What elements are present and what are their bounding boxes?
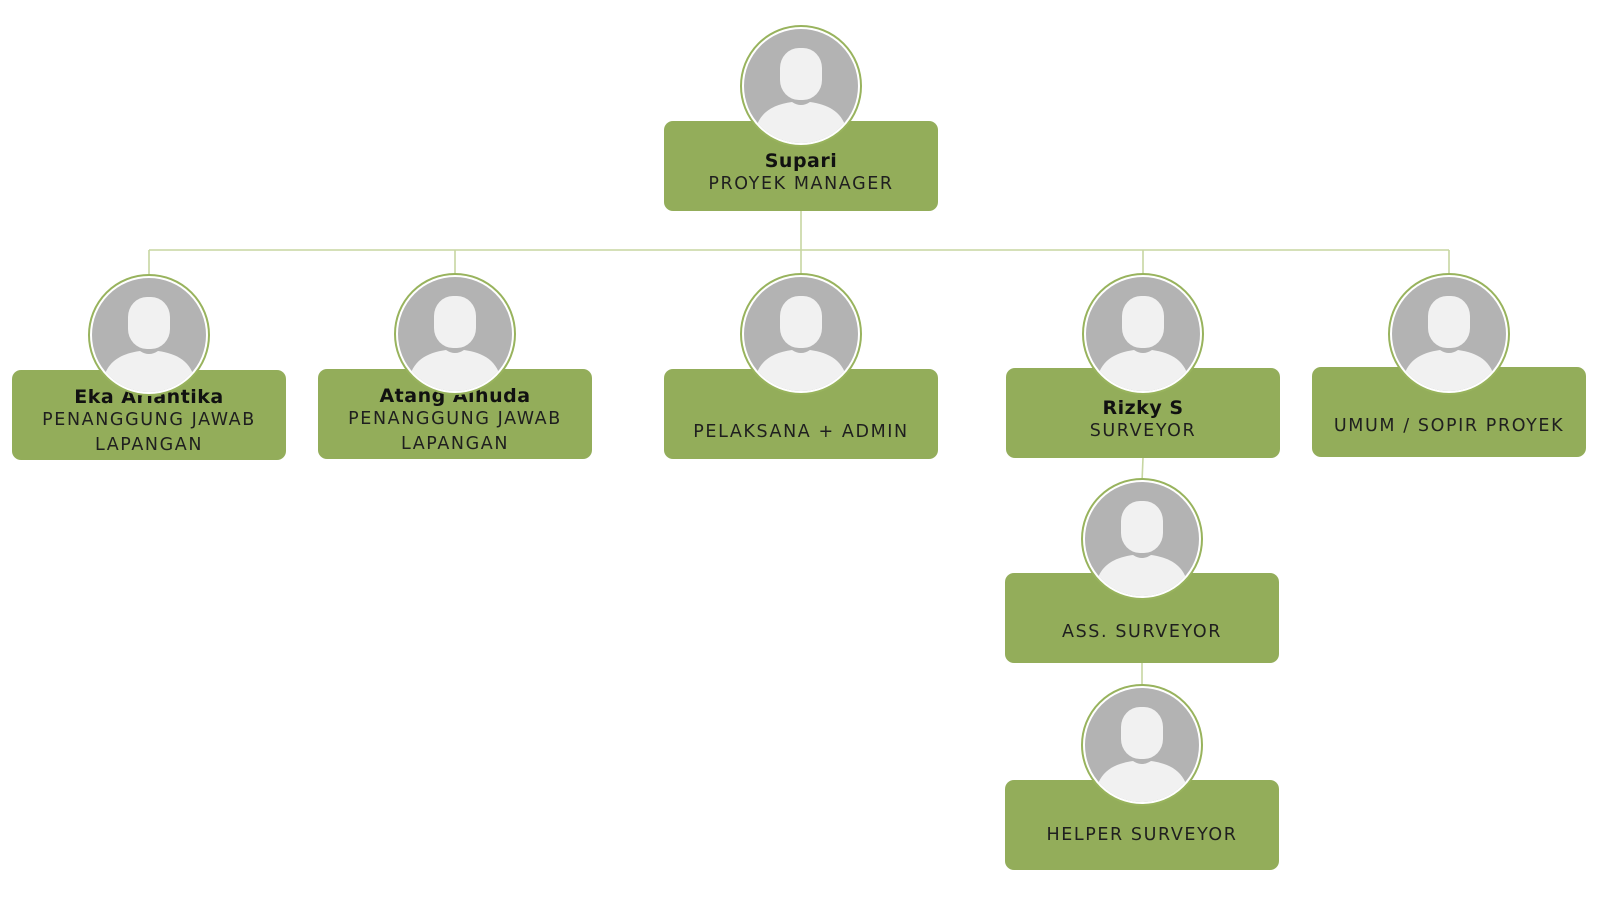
node-role: PELAKSANA + ADMIN — [693, 422, 909, 442]
node-role: PENANGGUNG JAWAB LAPANGAN — [348, 409, 562, 454]
user-avatar-icon — [740, 25, 862, 147]
node-role: PROYEK MANAGER — [708, 174, 894, 194]
node-role: HELPER SURVEYOR — [1046, 825, 1238, 845]
node-role: UMUM / SOPIR PROYEK — [1333, 416, 1565, 436]
node-role: PENANGGUNG JAWAB LAPANGAN — [42, 410, 256, 455]
user-avatar-icon — [1081, 684, 1203, 806]
node-name: Supari — [764, 150, 838, 172]
user-avatar-icon — [740, 273, 862, 395]
user-avatar-icon — [1081, 478, 1203, 600]
node-role: SURVEYOR — [1089, 421, 1197, 441]
user-avatar-icon — [394, 273, 516, 395]
node-name: Atang Alhuda — [379, 385, 531, 407]
node-role: ASS. SURVEYOR — [1062, 622, 1222, 642]
node-name: Eka Ariantika — [74, 386, 224, 408]
user-avatar-icon — [1388, 273, 1510, 395]
user-avatar-icon — [1082, 273, 1204, 395]
user-avatar-icon — [88, 274, 210, 396]
node-name: Rizky S — [1102, 397, 1184, 419]
